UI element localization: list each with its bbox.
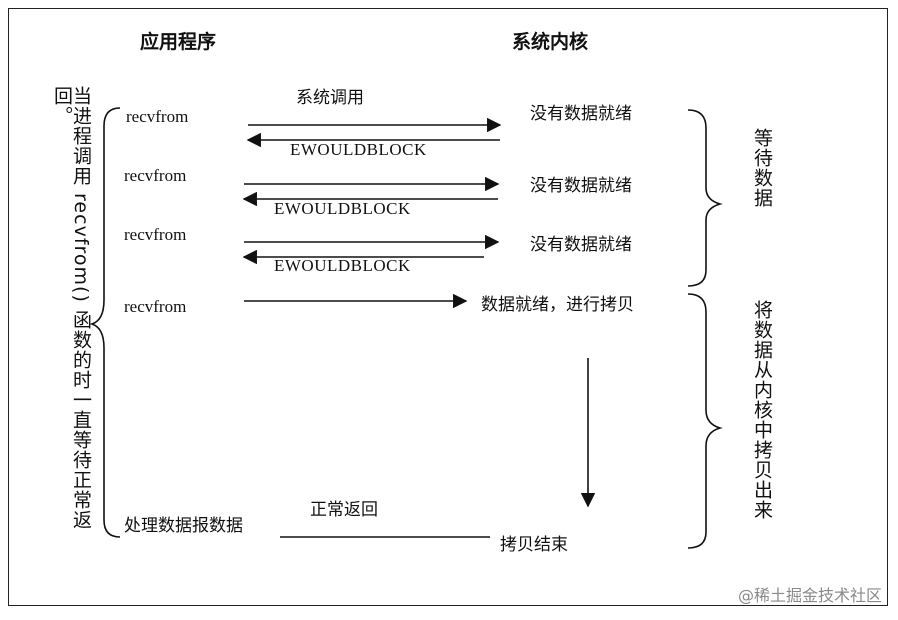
wait-data-caption: 等待数据 (751, 128, 773, 208)
kernel-state-1: 没有数据就绪 (530, 104, 632, 124)
kernel-header: 系统内核 (512, 31, 589, 53)
reply-label-3: EWOULDBLOCK (274, 256, 411, 275)
watermark: @稀土掘金技术社区 (737, 586, 882, 605)
kernel-state-2: 没有数据就绪 (530, 176, 632, 196)
app-header: 应用程序 (140, 31, 217, 53)
left-brace (89, 107, 121, 538)
left-vertical-caption: 当进程调用 recvfrom() 函数的时一直等待正常返回。 (51, 86, 92, 530)
copy-out-caption: 将数据从内核中拷贝出来 (751, 300, 773, 520)
process-datagram-label: 处理数据报数据 (124, 516, 243, 536)
normal-return-label: 正常返回 (310, 500, 378, 520)
right-brace-copy (687, 293, 723, 549)
reply-label-1: EWOULDBLOCK (290, 140, 427, 159)
kernel-state-4: 数据就绪，进行拷贝 (481, 295, 634, 315)
copy-finished-label: 拷贝结束 (500, 535, 568, 555)
reply-label-2: EWOULDBLOCK (274, 199, 411, 218)
call-label-3: recvfrom (124, 225, 187, 244)
diagram-frame (8, 8, 888, 606)
kernel-state-3: 没有数据就绪 (530, 235, 632, 255)
right-brace-wait (687, 109, 723, 287)
call-label-1: recvfrom (126, 107, 189, 126)
call-label-4: recvfrom (124, 297, 187, 316)
syscall-label: 系统调用 (296, 88, 364, 108)
call-label-2: recvfrom (124, 166, 187, 185)
